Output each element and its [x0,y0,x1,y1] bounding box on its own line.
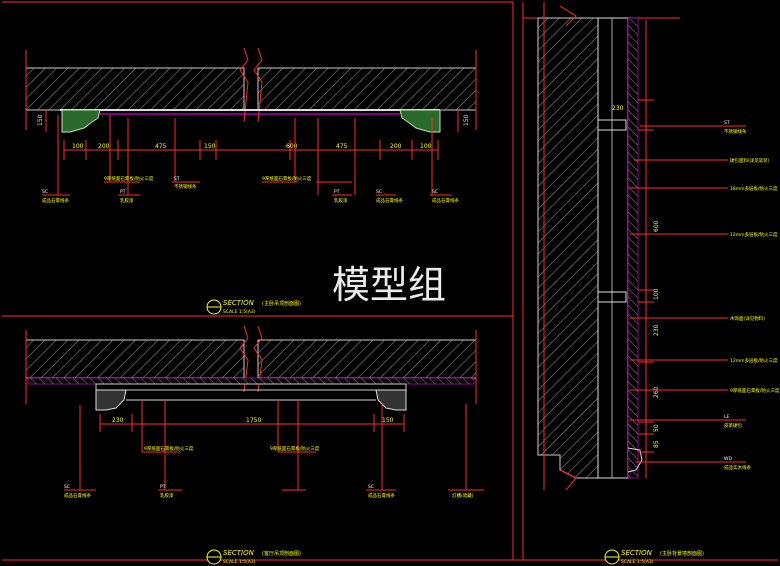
dim-label: 600 [286,143,298,150]
callout-tag: PT [160,484,166,490]
section-subtitle: (主卧吊顶剖面图) [262,300,301,307]
section-right-callouts: ST 不锈钢线条 硬包面料(详见软装) 18mm多层板/防火三度 12mm多层板… [630,120,780,471]
dim-label: 85 [653,440,660,448]
section-title: SECTION [223,549,255,557]
callout-label: 成品实木线条 [724,464,751,471]
section-bottom-callouts: 9厚纸面石膏板/防火三度 9厚纸面石膏板/防火三度 SC 成品石膏线条 PT 乳… [64,400,484,499]
slab-left [25,339,245,379]
callout-label: 硬包面料(详见软装) [730,157,770,164]
section-bottom-title: SECTION (客厅吊顶剖面图) SCALE 1:5(A3) [206,549,301,565]
dim-label: 100 [653,288,660,300]
section-right-title: SECTION (主卧背景墙剖面图) SCALE 1:5(A3) [604,549,704,565]
callout-tag: SC [432,189,438,195]
callout-label: 成品石膏线条 [376,197,403,204]
dim-label: 475 [155,143,167,150]
section-title: SECTION [223,299,255,307]
callout-label: 乳胶漆 [120,197,134,204]
callout-label: 12mm多层板/防火三度 [730,357,778,364]
callout-tag: SC [42,189,48,195]
section-top-drawing [25,47,477,160]
cornice-right [375,389,407,411]
callout-label: 成品石膏线条 [368,492,395,499]
callout-tag: PT [120,189,126,195]
section-title: SECTION [621,549,653,557]
section-scale: SCALE 1:5(A3) [621,559,654,565]
slab-left [25,67,245,111]
cornice-left [95,389,127,411]
dim-label: 475 [336,143,348,150]
callout-label: 乳胶漆 [334,197,348,204]
height-dim-right: 150 [463,114,470,126]
watermark-text: 模型组 [332,263,446,307]
cornice-left [61,109,101,133]
callout-label: 不锈钢线条 [174,183,197,190]
section-bottom-dims: 230 1750 150 [112,417,394,424]
callout-label: 12mm多层板/防火三度 [730,231,778,238]
callout-label: 9厚纸面石膏板/防火三度 [144,445,194,452]
section-scale: SCALE 1:5(A3) [223,309,256,315]
callout-label: 成品石膏线条 [432,197,459,204]
callout-label: 不锈钢线条 [724,128,747,135]
section-bottom-drawing [25,325,477,432]
dim-label: 100 [420,143,432,150]
callout-tag: SC [64,484,70,490]
callout-label: 成品石膏线条 [64,492,91,499]
section-right-drawing [537,2,654,491]
section-top-title: SECTION (主卧吊顶剖面图) SCALE 1:5(A3) [206,299,301,315]
callout-label: 成品石膏线条 [42,197,69,204]
dim-label: 1750 [246,417,261,424]
callout-label: 9厚纸面石膏板/防火三度 [262,175,312,182]
callout-label: 灯槽(暗藏) [452,492,474,499]
dim-label: 50 [653,424,660,432]
slab-right [257,339,477,379]
section-subtitle: (客厅吊顶剖面图) [262,550,301,557]
callout-tag: SC [376,189,382,195]
dim-label: 200 [390,143,402,150]
dim-label: 260 [653,386,660,398]
callout-tag: ST [724,120,730,126]
slab-right [257,67,477,111]
dim-label: 100 [72,143,84,150]
dim-label: 230 [612,105,624,112]
section-top-dims: 100 200 475 150 600 475 200 100 150 150 [37,114,470,150]
callout-tag: ST [174,176,180,182]
dim-label: 150 [204,143,216,150]
callout-label: 皮革硬包 [724,422,742,429]
dim-label: 230 [653,324,660,336]
wall-hatch [537,17,599,479]
callout-tag: PT [334,189,340,195]
dim-label: 150 [382,417,394,424]
callout-tag: LE [724,414,730,420]
section-subtitle: (主卧背景墙剖面图) [660,550,704,557]
callout-label: 9厚纸面石膏板/防火三度 [730,387,780,394]
dim-label: 230 [112,417,124,424]
callout-tag: WD [724,456,732,462]
cornice-right [399,109,441,133]
callout-label: 木饰面(详见物料) [730,315,765,322]
section-top-callouts: SC 成品石膏线条 9厚纸面石膏板/防火三度 PT 乳胶漆 ST 不锈钢线条 9… [42,115,459,204]
callout-label: 9厚纸面石膏板/防火三度 [270,445,320,452]
section-scale: SCALE 1:5(A3) [223,559,256,565]
callout-label: 18mm多层板/防火三度 [730,185,778,192]
dim-label: 600 [653,220,660,232]
callout-label: 9厚纸面石膏板/防火三度 [104,175,154,182]
callout-tag: SC [368,484,374,490]
dim-label: 200 [98,143,110,150]
section-right-dims: 230 600 100 230 260 50 85 [612,105,660,448]
height-dim-left: 150 [37,114,44,126]
callout-label: 乳胶漆 [160,492,174,499]
